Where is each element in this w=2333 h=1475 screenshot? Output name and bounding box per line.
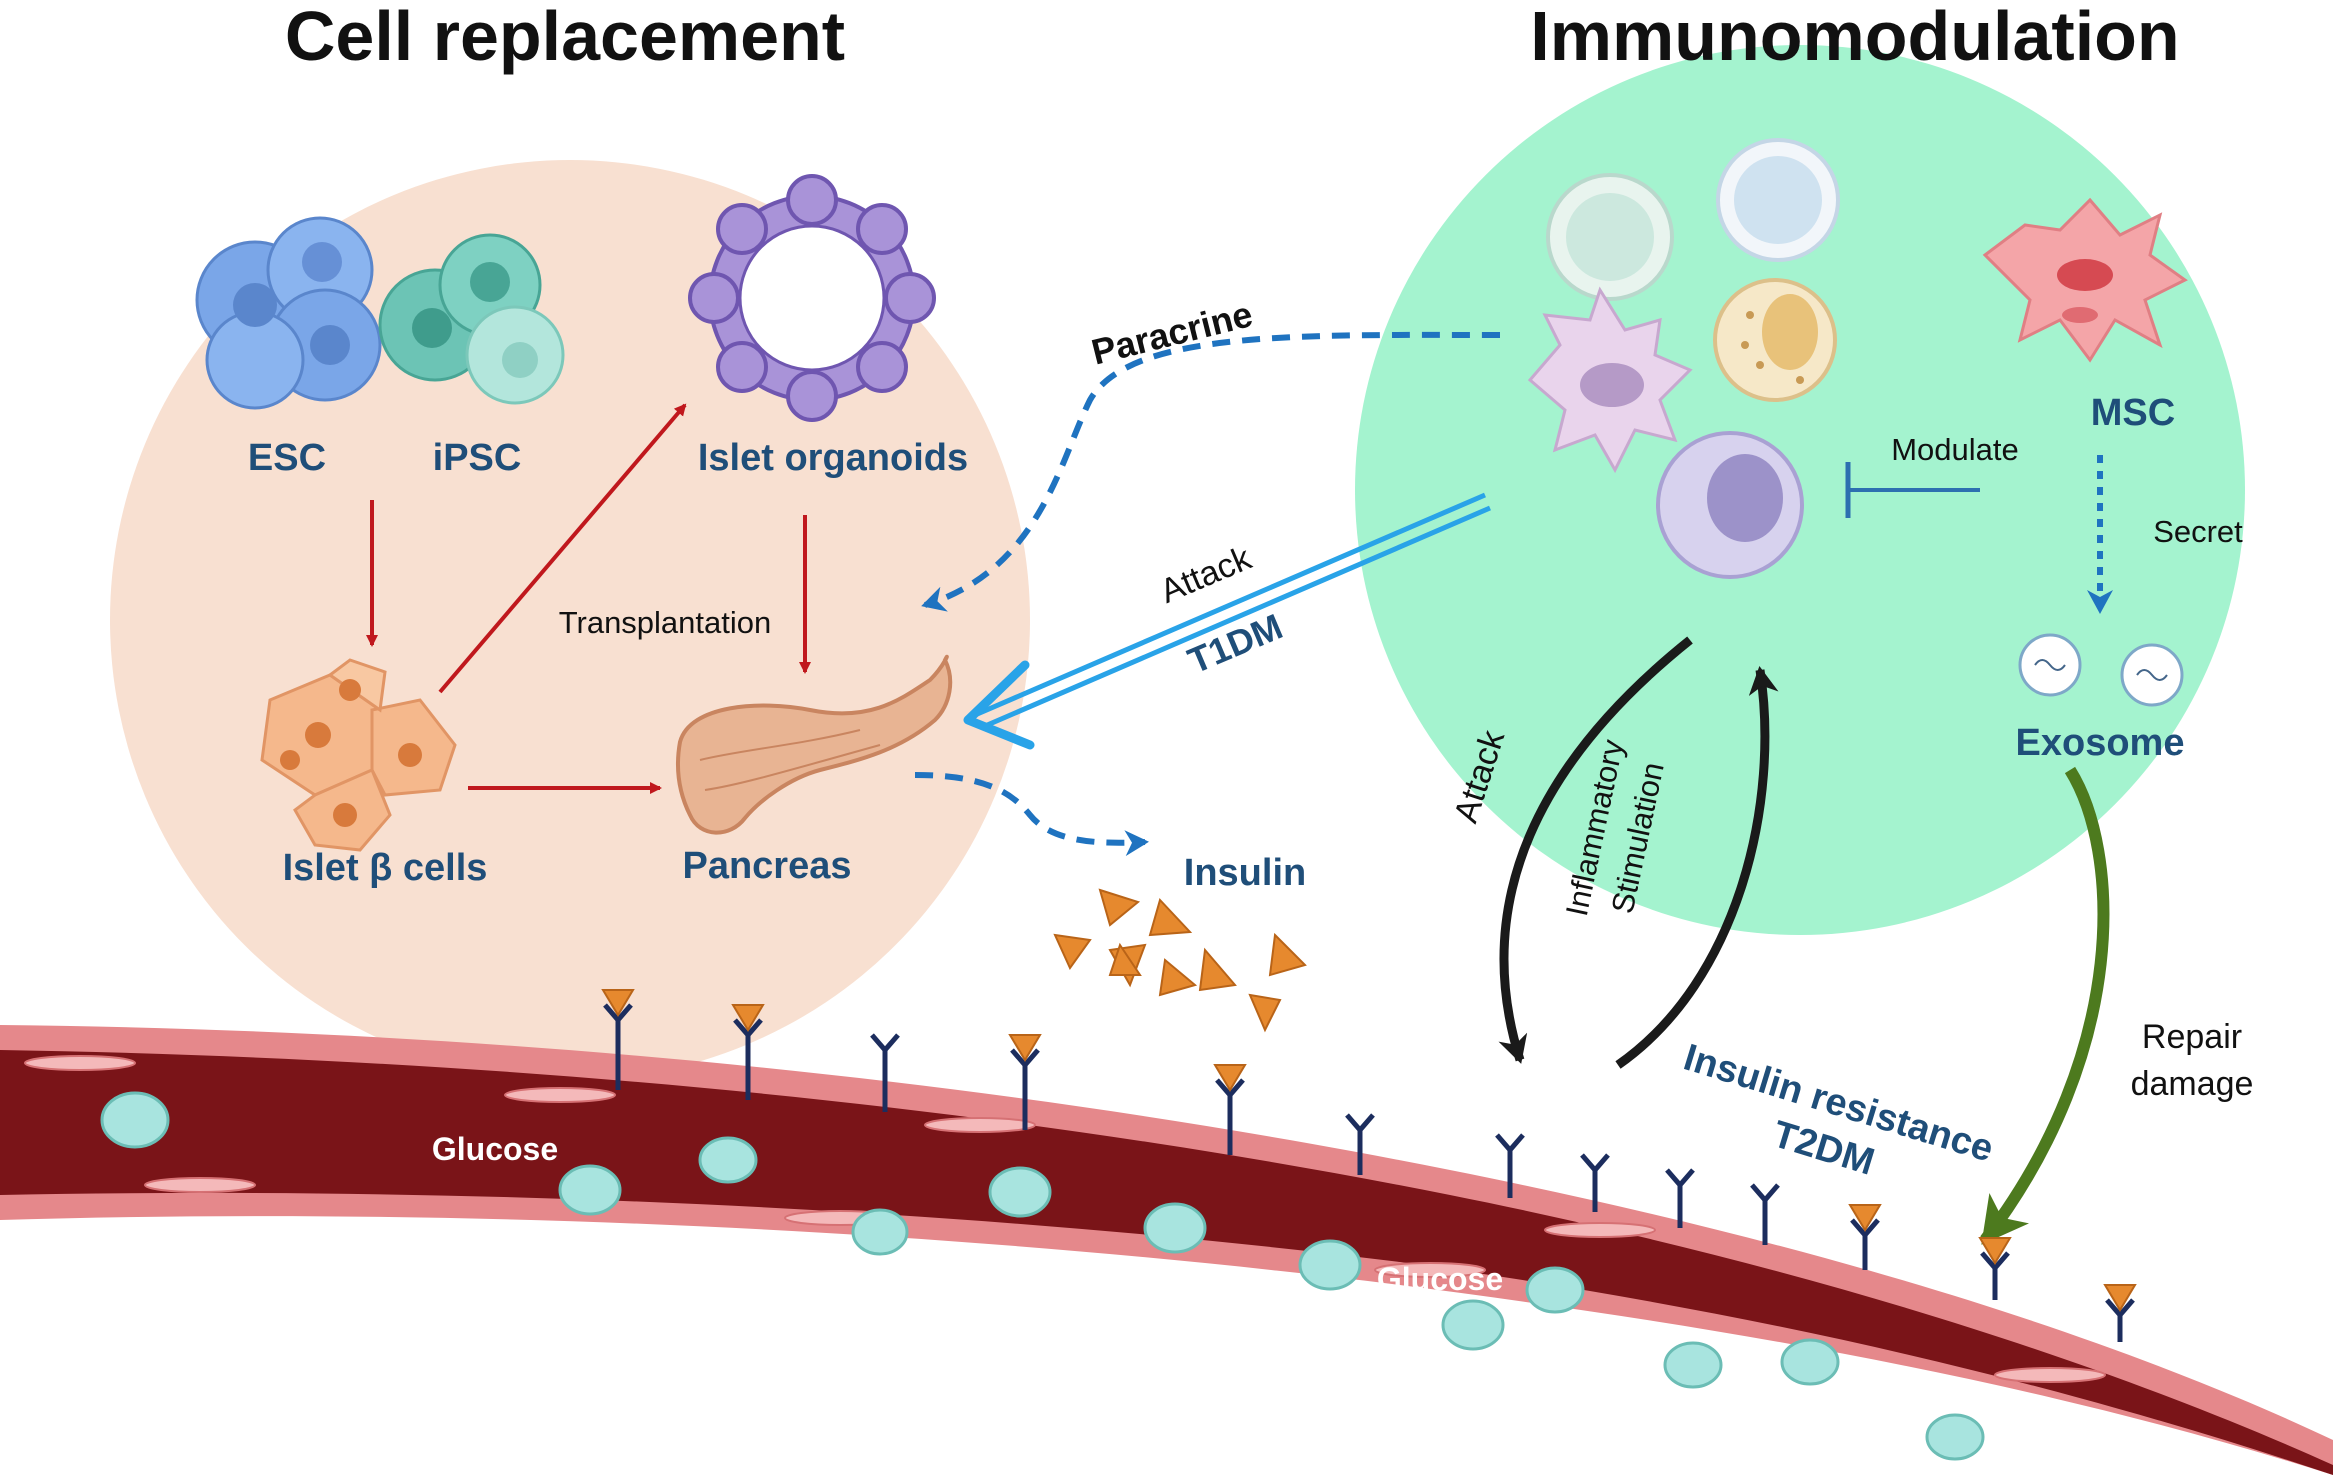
- transplantation-label: Transplantation: [559, 605, 772, 640]
- repair-damage-arrow: [1980, 766, 2110, 1245]
- paracrine-arrow: [921, 331, 1501, 612]
- damage-label: damage: [2131, 1065, 2254, 1103]
- glucose-label-right: Glucose: [1377, 1261, 1503, 1297]
- attack-t1dm-arrow: [963, 492, 1491, 750]
- granulocyte-cell: [1713, 278, 1837, 402]
- beta-to-organoid-arrow: [438, 403, 687, 694]
- ipsc-cells-illustration: [378, 233, 565, 405]
- glucose-label-left: Glucose: [432, 1131, 558, 1167]
- paracrine-label: Paracrine: [1087, 293, 1256, 372]
- insulin-label: Insulin: [1184, 852, 1306, 894]
- modulate-label: Modulate: [1891, 432, 2019, 467]
- exosome-label: Exosome: [2016, 722, 2185, 764]
- attack-t2-arrow: [1498, 636, 1693, 1064]
- insulin-receptors: [603, 1003, 2135, 1342]
- islet-beta-cells-illustration: [260, 658, 457, 852]
- exosome-1: [2018, 633, 2082, 697]
- repair-label: Repair: [2142, 1018, 2242, 1056]
- insulin-secretion-arrow: [914, 772, 1149, 857]
- inflammatory-stimulation-arrow: [1615, 666, 1779, 1069]
- dendritic-cell: [1527, 286, 1693, 474]
- insulin-molecules: [1053, 888, 1307, 1033]
- msc-cell: [1982, 197, 2188, 363]
- islet-organoid-illustration: [688, 174, 936, 422]
- immune-cell-1: [1546, 173, 1674, 301]
- bound-insulin: [601, 989, 2137, 1312]
- msc-label: MSC: [2091, 392, 2175, 434]
- islet-organoids-label: Islet organoids: [698, 437, 968, 479]
- ipsc-label: iPSC: [433, 437, 522, 479]
- esc-cells-illustration: [195, 216, 382, 410]
- islet-beta-cells-label: Islet β cells: [283, 847, 488, 889]
- glucose-particles: [100, 1091, 1985, 1461]
- pancreas-label: Pancreas: [682, 845, 851, 887]
- macrophage-cell: [1656, 431, 1804, 579]
- pancreas-illustration: [676, 654, 953, 835]
- immune-cell-2: [1716, 138, 1840, 262]
- immunomodulation-title: Immunomodulation: [1530, 0, 2179, 75]
- cell-replacement-title: Cell replacement: [285, 0, 845, 75]
- exosome-2: [2120, 643, 2184, 707]
- secret-label: Secret: [2153, 514, 2243, 549]
- esc-label: ESC: [248, 437, 326, 479]
